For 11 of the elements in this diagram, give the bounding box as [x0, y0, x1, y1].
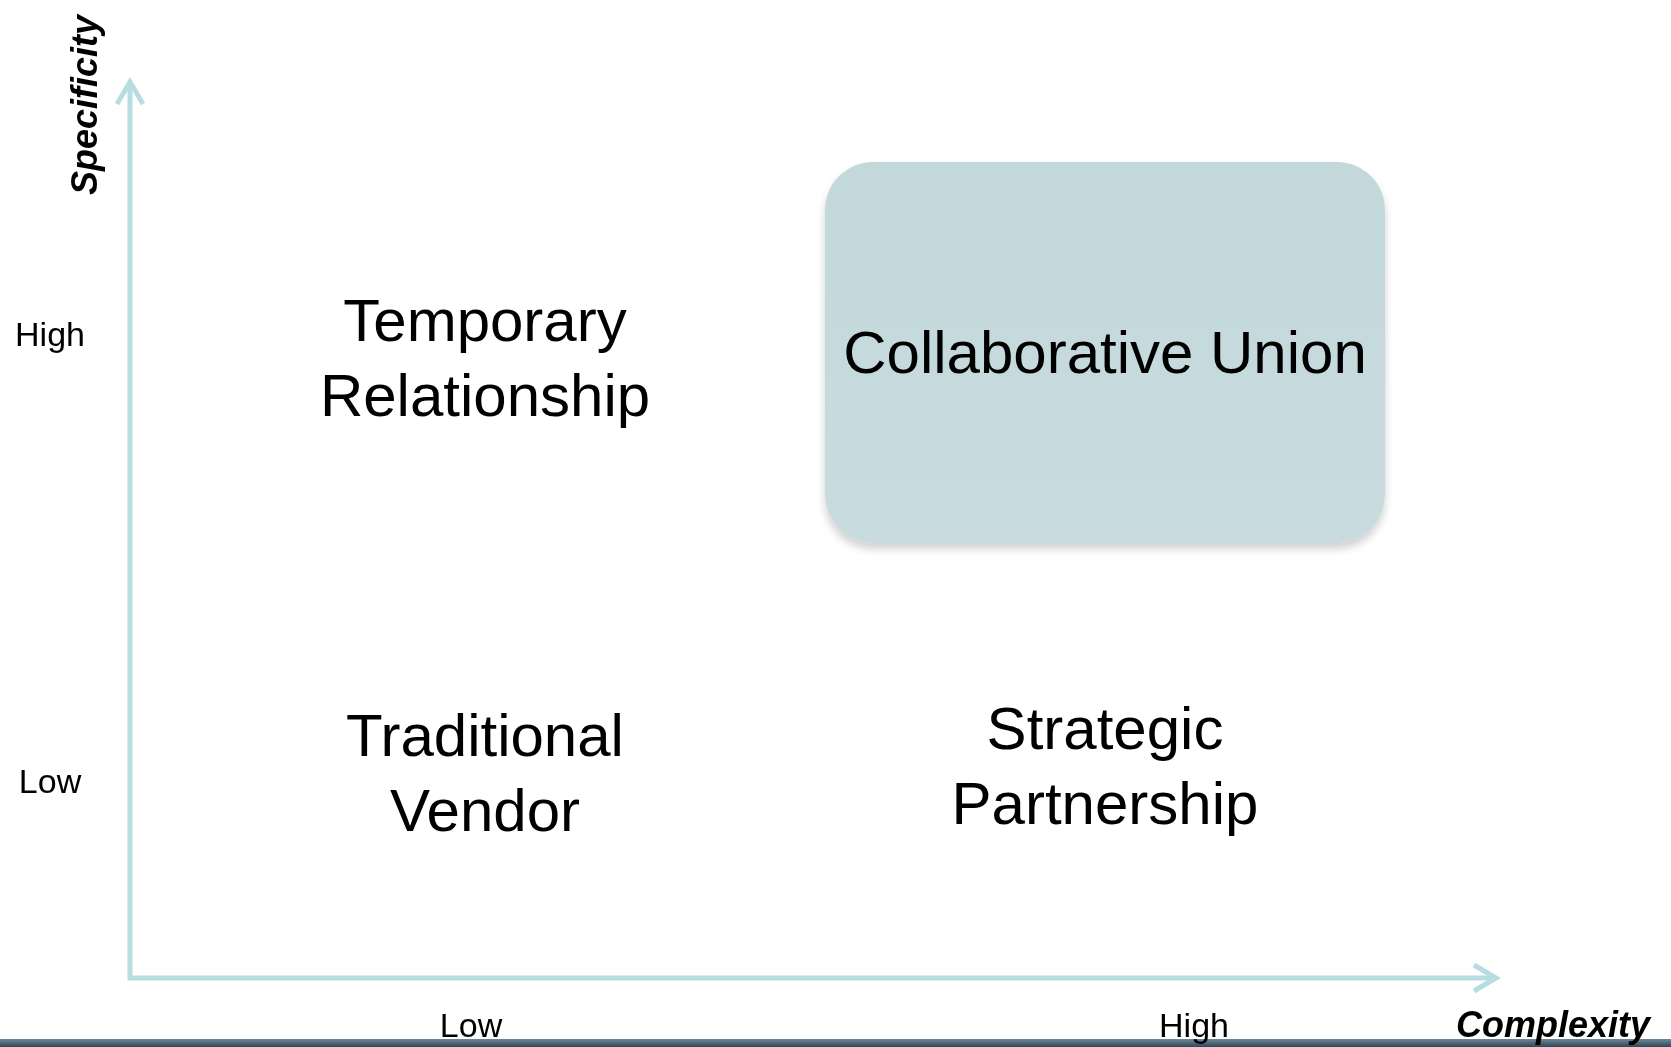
quadrant-title: Collaborative Union	[843, 318, 1367, 388]
quadrant-title: Temporary Relationship	[318, 285, 652, 431]
quadrant-box	[825, 162, 1385, 543]
axis-tick-label: Low	[439, 1008, 503, 1042]
quadrant-title: Traditional Vendor	[345, 700, 625, 846]
axis-title: Specificity	[67, 14, 103, 196]
axis-tick-label: High	[15, 317, 85, 351]
axis-tick-label: Low	[18, 764, 82, 798]
quadrant-title: Strategic Partnership	[950, 693, 1260, 839]
axis-title: Complexity	[1456, 1007, 1650, 1043]
axis-tick-label: High	[1159, 1008, 1229, 1042]
